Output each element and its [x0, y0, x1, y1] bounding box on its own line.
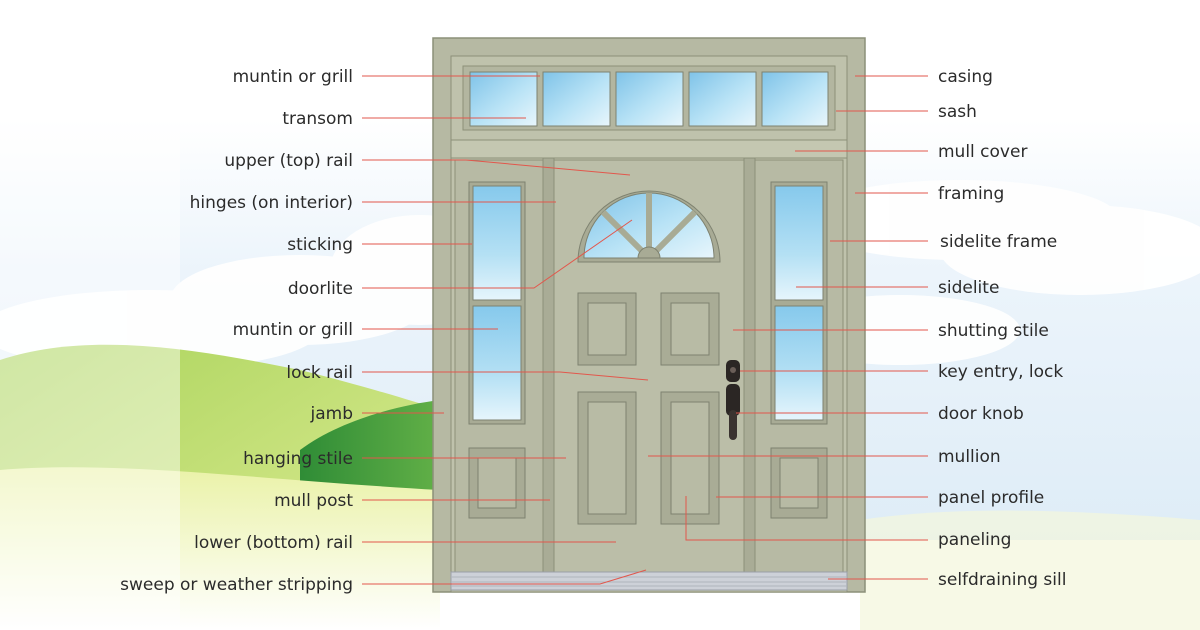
label-sweep: sweep or weather stripping — [120, 575, 353, 595]
mull-post-left — [542, 157, 555, 581]
transom-glass — [469, 71, 829, 127]
label-sticking: sticking — [287, 235, 353, 255]
label-sidelite-frame: sidelite frame — [940, 232, 1057, 252]
labels-right: casing sash mull cover framing sidelite … — [938, 67, 1066, 590]
label-lock-rail: lock rail — [286, 363, 353, 383]
label-door-knob: door knob — [938, 404, 1024, 424]
label-framing: framing — [938, 184, 1004, 204]
mull-cover — [450, 139, 848, 159]
label-lower-rail: lower (bottom) rail — [194, 533, 353, 553]
label-key-entry-lock: key entry, lock — [938, 362, 1063, 382]
label-transom: transom — [282, 109, 353, 129]
label-paneling: paneling — [938, 530, 1011, 550]
sill — [450, 571, 848, 591]
label-hanging-stile: hanging stile — [243, 449, 353, 469]
label-selfdraining-sill: selfdraining sill — [938, 570, 1066, 590]
label-muntin-or-grill-sidelite: muntin or grill — [233, 320, 353, 340]
label-shutting-stile: shutting stile — [938, 321, 1049, 341]
leader-lines — [362, 75, 928, 585]
label-jamb: jamb — [310, 404, 354, 424]
lower-panels — [577, 391, 720, 525]
label-doorlite: doorlite — [288, 279, 353, 299]
lock-icon — [726, 360, 740, 382]
upper-panels — [577, 292, 720, 366]
mull-post-right — [743, 157, 756, 581]
label-casing: casing — [938, 67, 993, 87]
label-mull-cover: mull cover — [938, 142, 1027, 162]
doorlite — [577, 190, 721, 263]
label-sash: sash — [938, 102, 977, 122]
label-sidelite: sidelite — [938, 278, 999, 298]
label-hinges: hinges (on interior) — [190, 193, 353, 213]
label-upper-rail: upper (top) rail — [224, 151, 353, 171]
labels-left: muntin or grill transom upper (top) rail… — [120, 67, 353, 595]
door-assembly — [432, 37, 866, 593]
label-mullion: mullion — [938, 447, 1001, 467]
label-mull-post: mull post — [274, 491, 353, 511]
label-panel-profile: panel profile — [938, 488, 1044, 508]
label-muntin-or-grill-top: muntin or grill — [233, 67, 353, 87]
door-knob-icon — [726, 384, 740, 440]
